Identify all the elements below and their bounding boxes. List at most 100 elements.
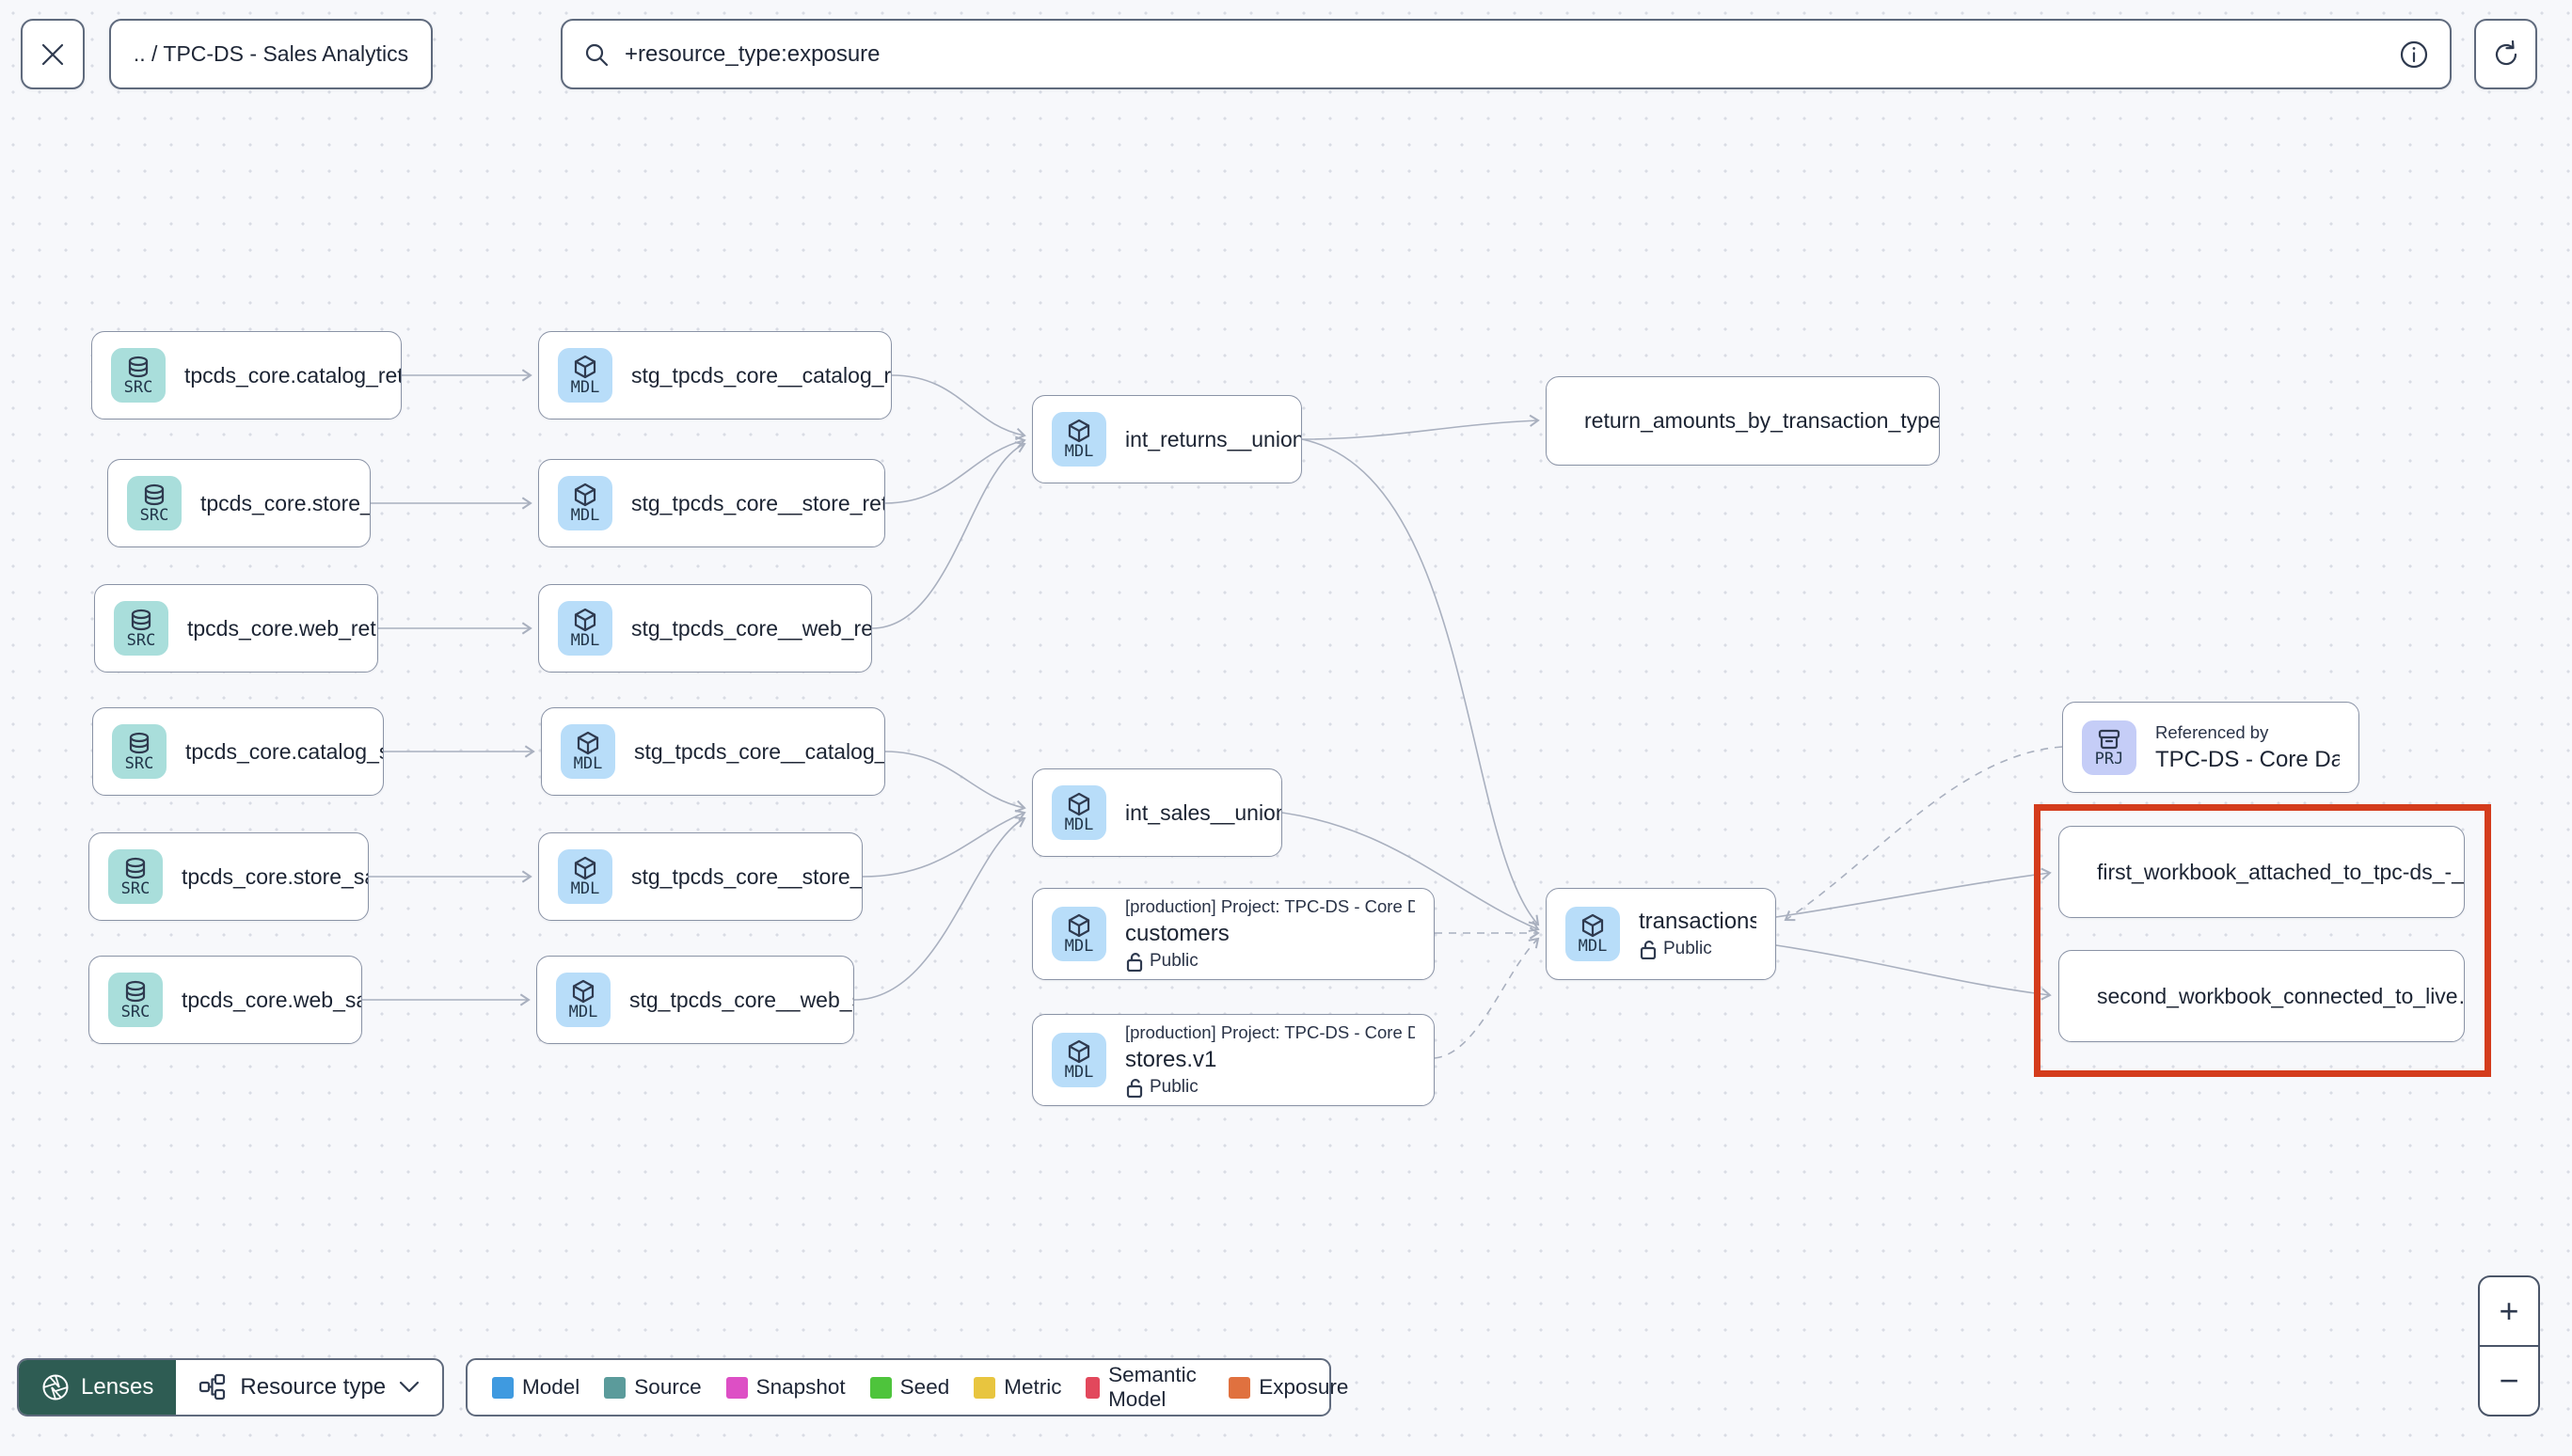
legend-label: Model bbox=[522, 1375, 580, 1399]
node-int-sales-unioned[interactable]: MDL int_sales__unioned bbox=[1032, 768, 1282, 857]
node-customers[interactable]: MDL [production] Project: TPC-DS - Core … bbox=[1032, 888, 1435, 980]
source-badge: SRC bbox=[112, 724, 167, 779]
node-source-catalog-sales[interactable]: SRC tpcds_core.catalog_sales bbox=[92, 707, 384, 796]
node-stores-v1[interactable]: MDL [production] Project: TPC-DS - Core … bbox=[1032, 1014, 1435, 1106]
resource-type-dropdown[interactable]: Resource type bbox=[176, 1360, 442, 1415]
database-icon bbox=[128, 356, 149, 377]
node-stg-catalog-returns[interactable]: MDL stg_tpcds_core__catalog_returns bbox=[538, 331, 892, 419]
legend-label: Metric bbox=[1004, 1375, 1062, 1399]
legend-item: Exposure bbox=[1229, 1375, 1348, 1400]
legend-item: Snapshot bbox=[725, 1375, 846, 1400]
zoom-in-button[interactable]: + bbox=[2480, 1277, 2538, 1345]
cube-icon bbox=[574, 355, 596, 379]
cube-icon bbox=[1068, 913, 1090, 938]
source-badge: SRC bbox=[108, 849, 163, 904]
database-icon bbox=[125, 980, 146, 1002]
source-badge: SRC bbox=[108, 973, 163, 1027]
search-bar bbox=[561, 19, 2452, 89]
model-badge: MDL bbox=[1052, 412, 1106, 467]
visibility-row: Public bbox=[1125, 951, 1415, 972]
cube-icon bbox=[1068, 419, 1090, 443]
database-icon bbox=[125, 857, 146, 878]
model-badge: MDL bbox=[558, 849, 612, 904]
database-icon bbox=[144, 483, 165, 505]
legend-swatch bbox=[974, 1376, 996, 1399]
search-icon bbox=[585, 43, 609, 66]
zoom-divider bbox=[2480, 1345, 2538, 1347]
legend-label: Snapshot bbox=[755, 1375, 846, 1399]
node-int-returns-unioned[interactable]: MDL int_returns__unioned bbox=[1032, 395, 1302, 483]
search-input[interactable] bbox=[625, 40, 2399, 68]
lens-control: Lenses Resource type bbox=[17, 1358, 445, 1416]
refresh-icon bbox=[2495, 40, 2516, 65]
legend-label: Exposure bbox=[1259, 1375, 1349, 1399]
cube-icon bbox=[574, 483, 596, 507]
cube-icon bbox=[572, 979, 595, 1004]
cube-icon bbox=[1581, 913, 1604, 938]
cube-icon bbox=[577, 731, 599, 755]
node-exposure-first-workbook[interactable]: first_workbook_attached_to_tpc-ds_-_… bbox=[2058, 826, 2465, 918]
visibility-row: Public bbox=[1125, 1077, 1415, 1098]
legend-swatch bbox=[1086, 1376, 1101, 1399]
cube-icon bbox=[1068, 792, 1090, 816]
cube-icon bbox=[574, 856, 596, 880]
legend-swatch bbox=[869, 1376, 892, 1399]
resource-type-legend: Model Source Snapshot Seed Metric Semantic Mo… bbox=[466, 1358, 1348, 1416]
node-transactions[interactable]: MDL transactions Public bbox=[1546, 888, 1776, 980]
legend-swatch bbox=[725, 1376, 748, 1399]
model-badge: MDL bbox=[561, 724, 615, 779]
resource-type-icon bbox=[199, 1373, 226, 1401]
legend-item: Model bbox=[492, 1375, 579, 1400]
refresh-button[interactable] bbox=[2474, 19, 2537, 89]
database-icon bbox=[129, 732, 150, 753]
visibility-row: Public bbox=[1639, 939, 1756, 959]
legend-label: Seed bbox=[899, 1375, 950, 1399]
node-exposure-return-amounts[interactable]: return_amounts_by_transaction_type bbox=[1546, 376, 1940, 466]
legend-item: Source bbox=[604, 1375, 702, 1400]
cube-icon bbox=[1068, 1039, 1090, 1064]
archive-icon bbox=[2098, 729, 2120, 750]
node-stg-web-sales[interactable]: MDL stg_tpcds_core__web_sales bbox=[536, 956, 854, 1044]
info-icon[interactable] bbox=[2399, 40, 2429, 70]
model-badge: MDL bbox=[558, 601, 612, 656]
lock-open-icon bbox=[1126, 952, 1143, 972]
node-stg-store-returns[interactable]: MDL stg_tpcds_core__store_returns bbox=[538, 459, 885, 547]
model-badge: MDL bbox=[1052, 1033, 1106, 1087]
legend-swatch bbox=[1229, 1376, 1251, 1399]
node-stg-catalog-sales[interactable]: MDL stg_tpcds_core__catalog_sales bbox=[541, 707, 885, 796]
node-source-store-returns[interactable]: SRC tpcds_core.store_returns bbox=[107, 459, 371, 547]
node-exposure-second-workbook[interactable]: second_workbook_connected_to_live… bbox=[2058, 950, 2465, 1042]
node-stg-web-returns[interactable]: MDL stg_tpcds_core__web_returns bbox=[538, 584, 872, 673]
legend-label: Semantic Model bbox=[1108, 1363, 1197, 1411]
node-source-store-sales[interactable]: SRC tpcds_core.store_sales bbox=[88, 832, 369, 921]
model-badge: MDL bbox=[1565, 907, 1620, 961]
project-header: [production] Project: TPC-DS - Core Data… bbox=[1125, 1022, 1415, 1042]
source-badge: SRC bbox=[114, 601, 168, 656]
node-stg-store-sales[interactable]: MDL stg_tpcds_core__store_sales bbox=[538, 832, 863, 921]
legend-label: Source bbox=[634, 1375, 702, 1399]
node-referenced-by-project[interactable]: PRJ Referenced by TPC-DS - Core Data Mod… bbox=[2062, 702, 2359, 793]
node-source-web-returns[interactable]: SRC tpcds_core.web_returns bbox=[94, 584, 378, 673]
legend-swatch bbox=[492, 1376, 514, 1399]
legend-item: Metric bbox=[974, 1375, 1061, 1400]
lock-open-icon bbox=[1126, 1078, 1143, 1098]
cube-icon bbox=[574, 608, 596, 632]
source-badge: SRC bbox=[111, 348, 166, 403]
model-badge: MDL bbox=[558, 348, 612, 403]
zoom-controls: + − bbox=[2478, 1275, 2540, 1416]
model-badge: MDL bbox=[1052, 907, 1106, 961]
lenses-button[interactable]: Lenses bbox=[19, 1360, 177, 1415]
project-header: [production] Project: TPC-DS - Core Data… bbox=[1125, 896, 1415, 916]
chevron-down-icon bbox=[400, 1381, 420, 1393]
source-badge: SRC bbox=[127, 476, 182, 530]
model-badge: MDL bbox=[556, 973, 611, 1027]
node-source-catalog-returns[interactable]: SRC tpcds_core.catalog_returns bbox=[91, 331, 402, 419]
legend-item: Seed bbox=[869, 1375, 950, 1400]
zoom-out-button[interactable]: − bbox=[2480, 1347, 2538, 1415]
close-button[interactable] bbox=[21, 19, 85, 89]
lock-open-icon bbox=[1640, 940, 1657, 959]
node-source-web-sales[interactable]: SRC tpcds_core.web_sales bbox=[88, 956, 362, 1044]
legend-swatch bbox=[604, 1376, 627, 1399]
breadcrumb[interactable]: .. / TPC-DS - Sales Analytics bbox=[109, 19, 433, 89]
